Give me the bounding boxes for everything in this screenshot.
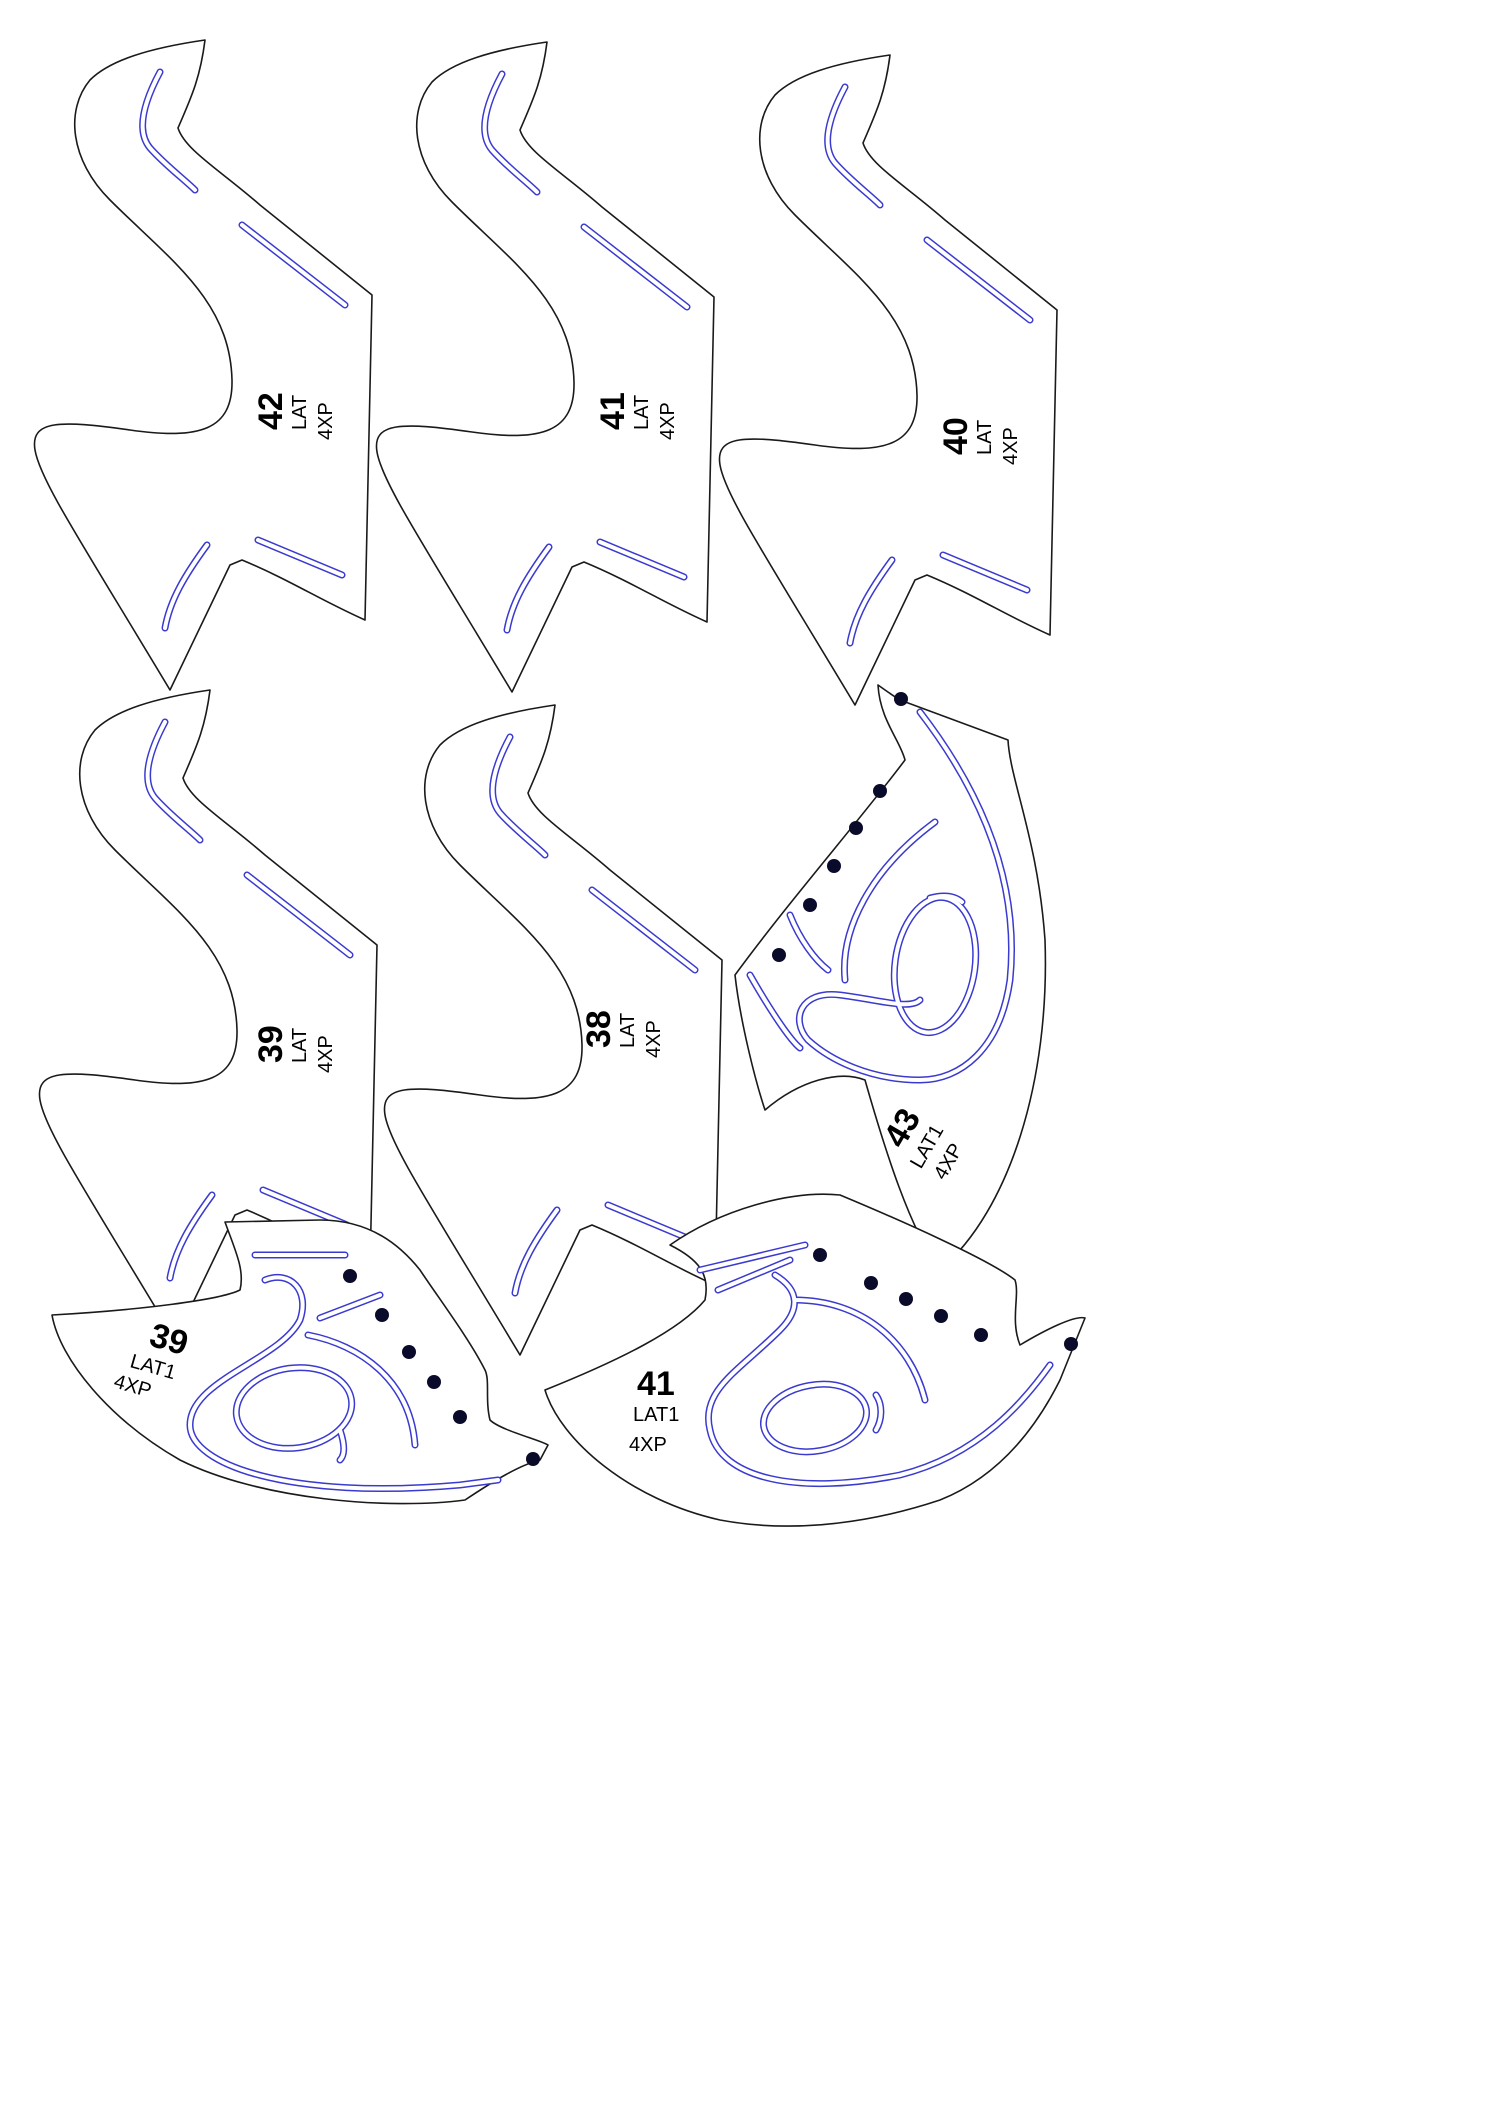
piece-number: 42 <box>252 392 290 430</box>
piece-code: LAT <box>289 395 311 430</box>
label-40: 40 LAT 4XP <box>937 417 1022 465</box>
piece-code: LAT1 <box>633 1404 679 1426</box>
piece-qty: 4XP <box>1000 427 1022 465</box>
piece-qty: 4XP <box>315 402 337 440</box>
label-41: 41 LAT 4XP <box>594 392 679 440</box>
piece-43 <box>734 684 1047 1271</box>
piece-code: LAT <box>974 420 996 455</box>
piece-number: 39 <box>252 1025 290 1063</box>
piece-qty: 4XP <box>629 1434 667 1456</box>
piece-qty: 4XP <box>657 402 679 440</box>
label-39: 39 LAT 4XP <box>252 1025 337 1073</box>
piece-code: LAT <box>631 395 653 430</box>
piece-42 <box>33 39 373 691</box>
piece-number: 41 <box>594 392 632 430</box>
piece-number: 40 <box>937 417 975 455</box>
piece-code: LAT <box>617 1013 639 1048</box>
piece-code: LAT <box>289 1028 311 1063</box>
piece-41-lat1 <box>544 1193 1086 1527</box>
piece-number: 38 <box>580 1010 618 1048</box>
piece-39-lat1 <box>51 1219 549 1505</box>
piece-41 <box>375 41 715 693</box>
piece-38 <box>383 704 723 1356</box>
label-42: 42 LAT 4XP <box>252 392 337 440</box>
piece-qty: 4XP <box>315 1035 337 1073</box>
label-38: 38 LAT 4XP <box>580 1010 665 1058</box>
label-41-lat1: 41 LAT1 4XP <box>629 1365 679 1456</box>
piece-number: 41 <box>637 1365 675 1403</box>
piece-40 <box>718 54 1058 706</box>
piece-qty: 4XP <box>643 1020 665 1058</box>
